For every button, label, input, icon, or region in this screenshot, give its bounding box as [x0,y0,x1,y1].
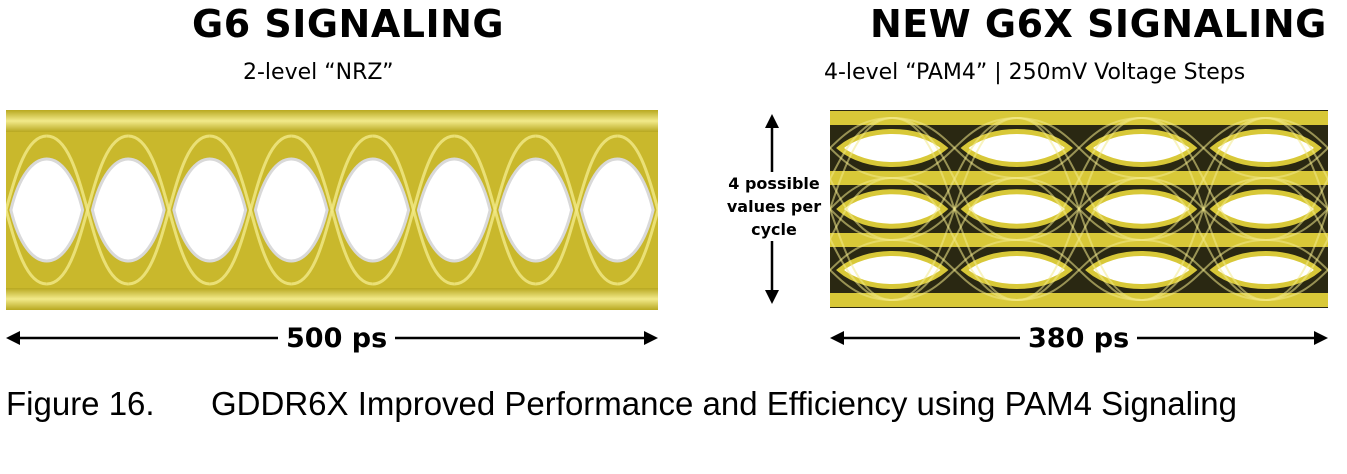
g6x-title: NEW G6X SIGNALING [870,2,1327,46]
pam4-trace [830,177,893,211]
pam4-eye-opening [960,129,1073,167]
pam4-eye-opening [960,251,1073,289]
pam4-trace [830,268,893,301]
nrz-duration-row: 500 ps [6,323,658,354]
pam4-trace [830,176,893,241]
nrz-trace [372,134,455,286]
nrz-eye-opening [498,157,574,263]
pam4-trace [1265,268,1328,301]
pam4-trace [1265,236,1328,301]
nrz-trace [454,134,536,286]
pam4-trace [1265,117,1328,150]
pam4-trace [892,117,1017,179]
pam4-trace [1265,117,1328,213]
pam4-duration-row: 380 ps [830,323,1328,354]
nrz-trace [46,134,129,286]
pam4-trace [1016,117,1142,301]
g6-title: G6 SIGNALING [192,2,505,46]
pam4-eye-opening [1209,129,1322,167]
pam4-trace [1265,239,1328,272]
pam4-trace [892,239,1017,301]
pam4-trace [1265,117,1328,182]
pam4-trace [1141,177,1266,301]
pam4-eye-opening [1209,251,1322,289]
nrz-eye-opening [579,157,655,263]
figure-caption: Figure 16. GDDR6X Improved Performance an… [6,385,1306,423]
nrz-eye-opening [172,157,248,263]
figure-number: Figure 16. [6,385,155,422]
g6x-subtitle: 4-level “PAM4” | 250mV Voltage Steps [824,60,1246,85]
g6-subtitle: 2-level “NRZ” [243,60,394,85]
nrz-eye-opening [253,157,329,263]
pam4-trace [830,207,893,241]
nrz-eye-diagram [6,110,658,310]
pam4-trace [830,117,893,213]
pam4-level-band [830,293,1328,307]
pam4-eye-opening [1085,129,1198,167]
pam4-trace [1265,207,1328,241]
nrz-trace [617,134,658,216]
levels-note-line-2: values per [726,197,822,216]
pam4-trace [892,177,1017,301]
pam4-trace [1016,117,1142,179]
nrz-eye-opening [90,157,166,263]
pam4-eye-opening [1085,251,1198,289]
pam4-eye-opening [836,251,949,289]
figure-caption-text: GDDR6X Improved Performance and Efficien… [211,385,1237,422]
nrz-eye-opening [416,157,492,263]
pam4-trace [1141,117,1266,179]
pam4-eye-opening [836,189,949,229]
pam4-trace [1265,177,1328,242]
levels-note: 4 possible values per cycle [716,172,832,241]
pam4-trace [892,117,1017,301]
pam4-eye-opening [836,129,949,167]
pam4-trace [830,236,893,301]
nrz-trace [535,134,618,286]
pam4-trace [892,117,1017,241]
nrz-trace [6,204,47,286]
pam4-level-band [830,111,1328,125]
nrz-duration-label: 500 ps [278,323,396,354]
nrz-trace [209,134,292,286]
pam4-eye-opening [1085,189,1198,229]
pam4-duration-label: 380 ps [1020,323,1138,354]
nrz-trace [291,134,373,286]
pam4-eye-diagram [830,110,1328,308]
pam4-trace [1016,117,1142,241]
pam4-trace [1265,205,1328,301]
pam4-trace [1016,177,1142,301]
pam4-trace [830,239,893,272]
pam4-trace [1265,177,1328,211]
pam4-trace [830,177,893,242]
nrz-trace [6,134,47,216]
pam4-trace [1141,117,1266,241]
nrz-eye-opening [9,157,85,263]
pam4-eye-opening [960,189,1073,229]
pam4-trace [1265,146,1328,179]
pam4-trace [1265,176,1328,241]
pam4-trace [1016,239,1142,301]
pam4-trace [1141,117,1266,301]
pam4-trace [830,117,893,150]
pam4-trace [830,146,893,179]
pam4-trace [1141,239,1266,301]
levels-note-line-1: 4 possible [728,174,820,193]
nrz-trace [617,204,658,286]
nrz-eye-opening [335,157,411,263]
pam4-trace [830,205,893,301]
levels-note-line-3: cycle [751,220,797,239]
pam4-trace [830,117,893,182]
pam4-eye-opening [1209,189,1322,229]
nrz-trace [128,134,210,286]
